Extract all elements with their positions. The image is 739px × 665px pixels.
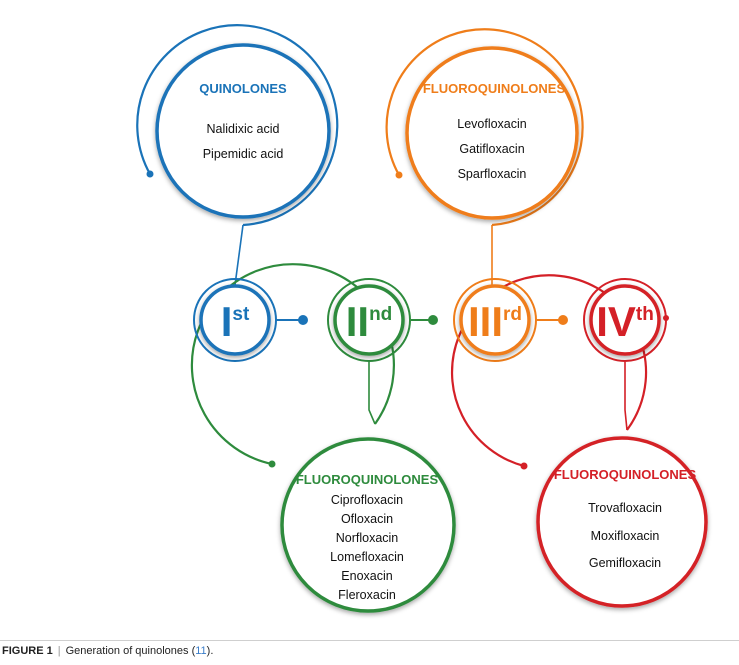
gen1-drug-2: Pipemidic acid bbox=[203, 147, 284, 161]
timeline-connectors bbox=[276, 315, 669, 325]
gen4-arc-dot bbox=[520, 462, 528, 470]
gen2-inner-ring bbox=[280, 437, 456, 613]
gen4-title: FLUOROQUINOLONES bbox=[554, 467, 697, 482]
gen1-info-circle: QUINOLONES Nalidixic acid Pipemidic acid bbox=[136, 24, 339, 227]
gen2-drug-4: Lomefloxacin bbox=[330, 550, 404, 564]
gen4-drug-2: Moxifloxacin bbox=[591, 529, 660, 543]
gen4-badge-inner-ring bbox=[589, 284, 661, 356]
gen2-drug-2: Ofloxacin bbox=[341, 512, 393, 526]
gen4-drug-1: Trovafloxacin bbox=[588, 501, 662, 515]
gen3-badge-label: IIIrd bbox=[468, 298, 522, 345]
caption-separator: | bbox=[57, 645, 61, 657]
figure-label: FIGURE 1 bbox=[2, 645, 53, 657]
gen3-title: FLUOROQUINOLONES bbox=[423, 81, 566, 96]
gen3-inner-ring bbox=[405, 46, 579, 220]
leader-gen1 bbox=[234, 224, 244, 286]
gen2-drug-1: Ciprofloxacin bbox=[331, 493, 403, 507]
gen3-badge: IIIrd bbox=[453, 278, 537, 362]
gen4-info-circle: FLUOROQUINOLONES Trovafloxacin Moxifloxa… bbox=[450, 274, 708, 608]
gen1-drug-1: Nalidixic acid bbox=[207, 122, 280, 136]
quinolone-generations-diagram: QUINOLONES Nalidixic acid Pipemidic acid… bbox=[136, 24, 708, 613]
gen2-badge-outer-ring bbox=[327, 278, 411, 362]
gen4-drug-3: Gemifloxacin bbox=[589, 556, 661, 570]
gen2-arc-dot bbox=[268, 460, 276, 468]
leader-lines bbox=[234, 224, 628, 431]
gen1-title: QUINOLONES bbox=[199, 81, 287, 96]
gen3-drug-1: Levofloxacin bbox=[457, 117, 527, 131]
gen1-badge-inner-ring bbox=[199, 284, 271, 356]
gen3-badge-inner-ring bbox=[459, 284, 531, 356]
gen4-badge-label: IVth bbox=[596, 298, 654, 345]
gen3-drug-2: Gatifloxacin bbox=[459, 142, 524, 156]
gen3-info-circle: FLUOROQUINOLONES Levofloxacin Gatifloxac… bbox=[385, 28, 584, 227]
reference-link[interactable]: 11 bbox=[195, 645, 207, 657]
gen3-badge-outer-ring bbox=[453, 278, 537, 362]
figure-caption: FIGURE 1 | Generation of quinolones (11). bbox=[2, 645, 213, 657]
gen3-arc-dot bbox=[395, 171, 403, 179]
leader-gen2 bbox=[368, 361, 376, 425]
connector-dot-3 bbox=[558, 315, 568, 325]
gen1-badge-label: Ist bbox=[221, 298, 250, 345]
gen3-outer-arc bbox=[385, 28, 584, 227]
gen1-inner-ring bbox=[155, 43, 331, 219]
gen2-drug-6: Fleroxacin bbox=[338, 588, 396, 602]
gen2-drug-3: Norfloxacin bbox=[336, 531, 399, 545]
caption-text: Generation of quinolones ( bbox=[65, 645, 196, 657]
gen1-arc-dot bbox=[146, 170, 154, 178]
gen2-badge-label: IInd bbox=[346, 298, 393, 345]
gen4-badge: IVth bbox=[583, 278, 667, 362]
gen2-badge-inner-ring bbox=[333, 284, 405, 356]
gen2-drug-5: Enoxacin bbox=[341, 569, 392, 583]
connector-dot-2 bbox=[428, 315, 438, 325]
gen4-outer-arc bbox=[450, 274, 648, 468]
gen4-inner-ring bbox=[536, 436, 708, 608]
caption-text-end: ). bbox=[206, 645, 214, 657]
gen1-badge-outer-ring bbox=[193, 278, 277, 362]
gen4-badge-outer-ring bbox=[583, 278, 667, 362]
caption-divider bbox=[0, 640, 739, 641]
connector-dot-1 bbox=[298, 315, 308, 325]
gen2-outer-arc bbox=[190, 263, 395, 466]
gen2-title: FLUOROQUINOLONES bbox=[296, 472, 439, 487]
gen2-info-circle: FLUOROQUINOLONES Ciprofloxacin Ofloxacin… bbox=[190, 263, 456, 613]
gen1-outer-arc bbox=[136, 24, 339, 227]
gen3-drug-3: Sparfloxacin bbox=[458, 167, 527, 181]
gen1-badge: Ist bbox=[193, 278, 277, 362]
leader-gen4 bbox=[624, 362, 628, 431]
gen2-badge: IInd bbox=[327, 278, 411, 362]
